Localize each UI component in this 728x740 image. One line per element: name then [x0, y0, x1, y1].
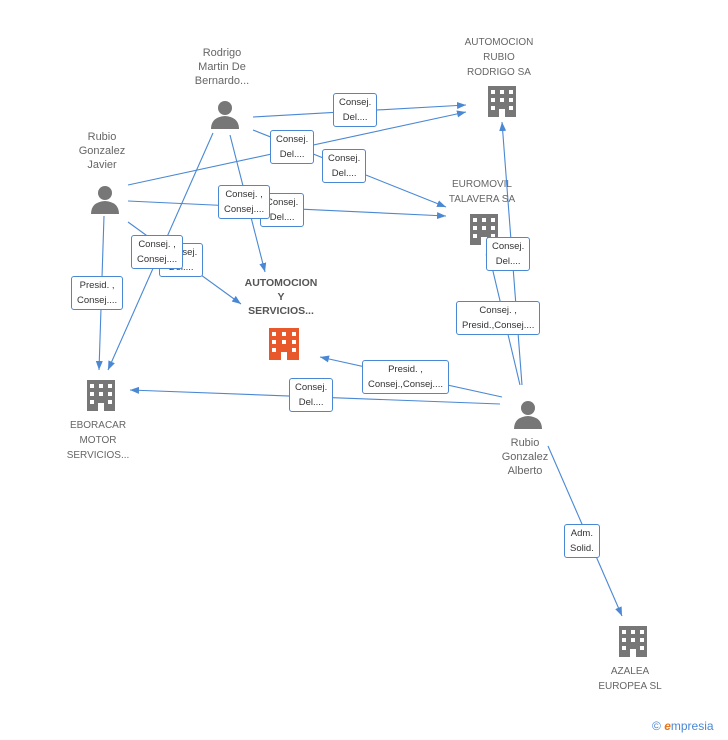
node-rubio-gonzalez-alberto[interactable]: Rubio Gonzalez Alberto [501, 437, 549, 477]
edge-label[interactable]: Consej. , Presid.,Consej.... [456, 301, 541, 335]
empresia-logo: © empresia [652, 719, 714, 733]
edge-label[interactable]: Consej. Del.... [322, 149, 367, 183]
edge-label[interactable]: Consej. , Consej.... [218, 185, 271, 219]
edge-label[interactable]: Adm. Solid. [564, 524, 600, 558]
node-azalea-europea[interactable]: AZALEA EUROPEA SL [598, 666, 662, 692]
building-icon [87, 380, 115, 411]
copyright-icon: © [652, 719, 661, 733]
person-icon [91, 186, 119, 214]
edge-label[interactable]: Consej. Del.... [333, 93, 378, 127]
edge-label[interactable]: Consej. Del.... [486, 237, 531, 271]
edge-label[interactable]: Presid. , Consej.... [71, 276, 124, 310]
edge-label[interactable]: Consej. Del.... [289, 378, 334, 412]
node-eboracar-motor[interactable]: EBORACAR MOTOR SERVICIOS... [66, 420, 130, 461]
building-icon [488, 86, 516, 117]
node-rubio-gonzalez-javier[interactable]: Rubio Gonzalez Javier [78, 131, 126, 171]
node-rodrigo-martin[interactable]: Rodrigo Martin De Bernardo... [194, 47, 250, 87]
person-icon [514, 401, 542, 429]
building-icon [470, 214, 498, 245]
edge-label[interactable]: Presid. , Consej.,Consej.... [362, 360, 449, 394]
building-icon-main [269, 328, 299, 360]
person-icon [211, 101, 239, 129]
edge-label[interactable]: Consej. Del.... [270, 130, 315, 164]
edge-label[interactable]: Consej. , Consej.... [131, 235, 184, 269]
node-euromovil-talavera[interactable]: EUROMOVIL TALAVERA SA [448, 179, 516, 205]
building-icon [619, 626, 647, 657]
node-automocion-rubio-rodrigo[interactable]: AUTOMOCION RUBIO RODRIGO SA [464, 37, 534, 78]
node-automocion-y-servicios[interactable]: AUTOMOCION Y SERVICIOS... [244, 277, 318, 317]
